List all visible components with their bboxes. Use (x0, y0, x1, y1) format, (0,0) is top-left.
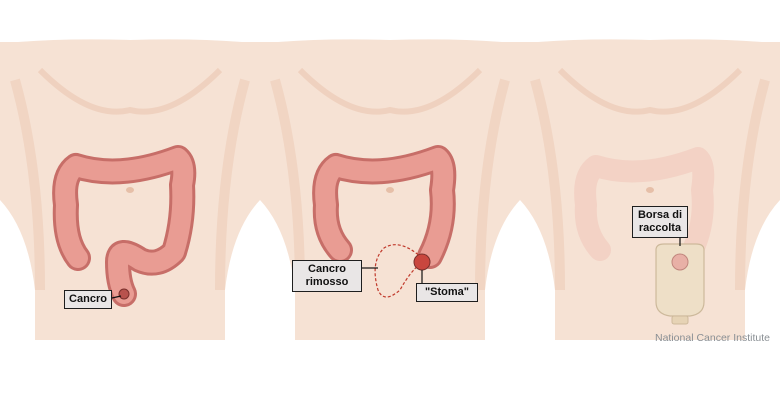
panel-cancer: Cancro (0, 0, 260, 340)
cancer-leader-line (111, 295, 122, 299)
collection-bag-label: Borsa di raccolta (632, 206, 688, 238)
panel-colostomy-bag: Borsa di raccolta (520, 0, 780, 340)
removed-segment-outline (374, 244, 423, 298)
bag-stoma-window (671, 253, 689, 271)
tumor (118, 288, 130, 300)
bag-outlet (671, 315, 689, 325)
chest-shading (37, 67, 223, 115)
credit-text: National Cancer Institute (655, 332, 770, 344)
torso-illustration (520, 39, 780, 340)
cancer-removed-label: Cancro rimosso (292, 260, 362, 292)
panel-resection: Cancro rimosso "Stoma" (260, 0, 520, 340)
navel (386, 187, 394, 193)
right-side-shading (215, 78, 250, 291)
faded-colon (574, 147, 715, 267)
right-side-shading (735, 78, 770, 291)
colon (52, 145, 197, 307)
right-side-shading (475, 78, 510, 291)
colostomy-bag (655, 243, 705, 317)
left-side-shading (10, 78, 45, 291)
left-side-shading (530, 78, 565, 291)
stoma-label: "Stoma" (416, 283, 478, 302)
navel (646, 187, 654, 193)
chest-shading (557, 67, 743, 115)
chest-shading (297, 67, 483, 115)
colon (312, 145, 457, 269)
navel (126, 187, 134, 193)
torso-illustration (0, 39, 260, 340)
cancer-label: Cancro (64, 290, 112, 309)
stoma-mark (413, 253, 431, 271)
